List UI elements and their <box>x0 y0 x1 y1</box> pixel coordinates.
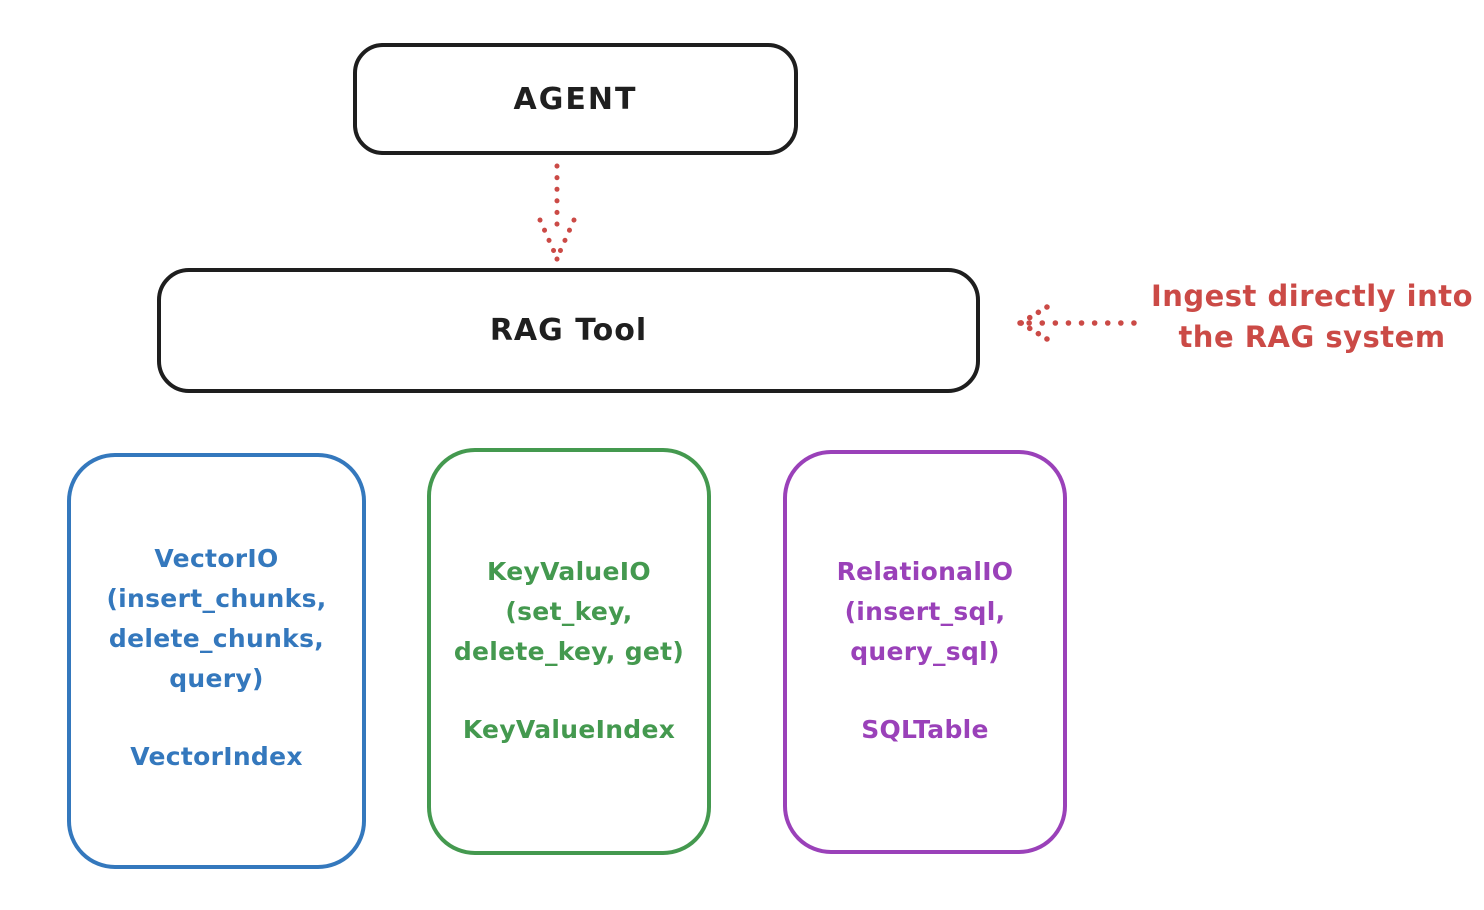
store-line: (insert_chunks, <box>106 584 327 613</box>
keyvalue-index-label: KeyValueIndex <box>462 715 676 744</box>
store-lines: KeyValueIO (set_key, delete_key, get) <box>454 552 684 672</box>
ingest-annotation-line2: the RAG system <box>1178 320 1446 354</box>
store-line: query_sql) <box>850 637 1000 666</box>
store-line: (insert_sql, <box>844 597 1006 626</box>
store-lines: VectorIO (insert_chunks, delete_chunks, … <box>106 539 326 699</box>
store-line: KeyValueIO <box>487 557 651 586</box>
agent-to-rag-arrow-icon <box>537 163 577 262</box>
ingest-arrow-icon <box>1017 304 1137 342</box>
relational-io-node: RelationalIO (insert_sql, query_sql) SQL… <box>783 450 1067 854</box>
keyvalue-io-node: KeyValueIO (set_key, delete_key, get) Ke… <box>427 448 711 855</box>
vector-index-label: VectorIndex <box>130 742 303 771</box>
ingest-annotation: Ingest directly into the RAG system <box>1140 276 1484 358</box>
ingest-annotation-line1: Ingest directly into <box>1150 279 1474 313</box>
agent-node: AGENT <box>353 43 798 155</box>
rag-tool-node: RAG Tool <box>157 268 980 393</box>
store-line: query) <box>169 664 264 693</box>
store-line: (set_key, <box>505 597 633 626</box>
store-line: delete_key, get) <box>453 637 685 666</box>
store-line: VectorIO <box>154 544 279 573</box>
store-line: RelationalIO <box>836 557 1014 586</box>
sql-table-label: SQLTable <box>861 715 989 744</box>
store-line: delete_chunks, <box>108 624 325 653</box>
rag-tool-label: RAG Tool <box>489 313 648 348</box>
store-lines: RelationalIO (insert_sql, query_sql) <box>837 552 1014 672</box>
vector-io-node: VectorIO (insert_chunks, delete_chunks, … <box>67 453 366 869</box>
agent-label: AGENT <box>513 81 638 117</box>
